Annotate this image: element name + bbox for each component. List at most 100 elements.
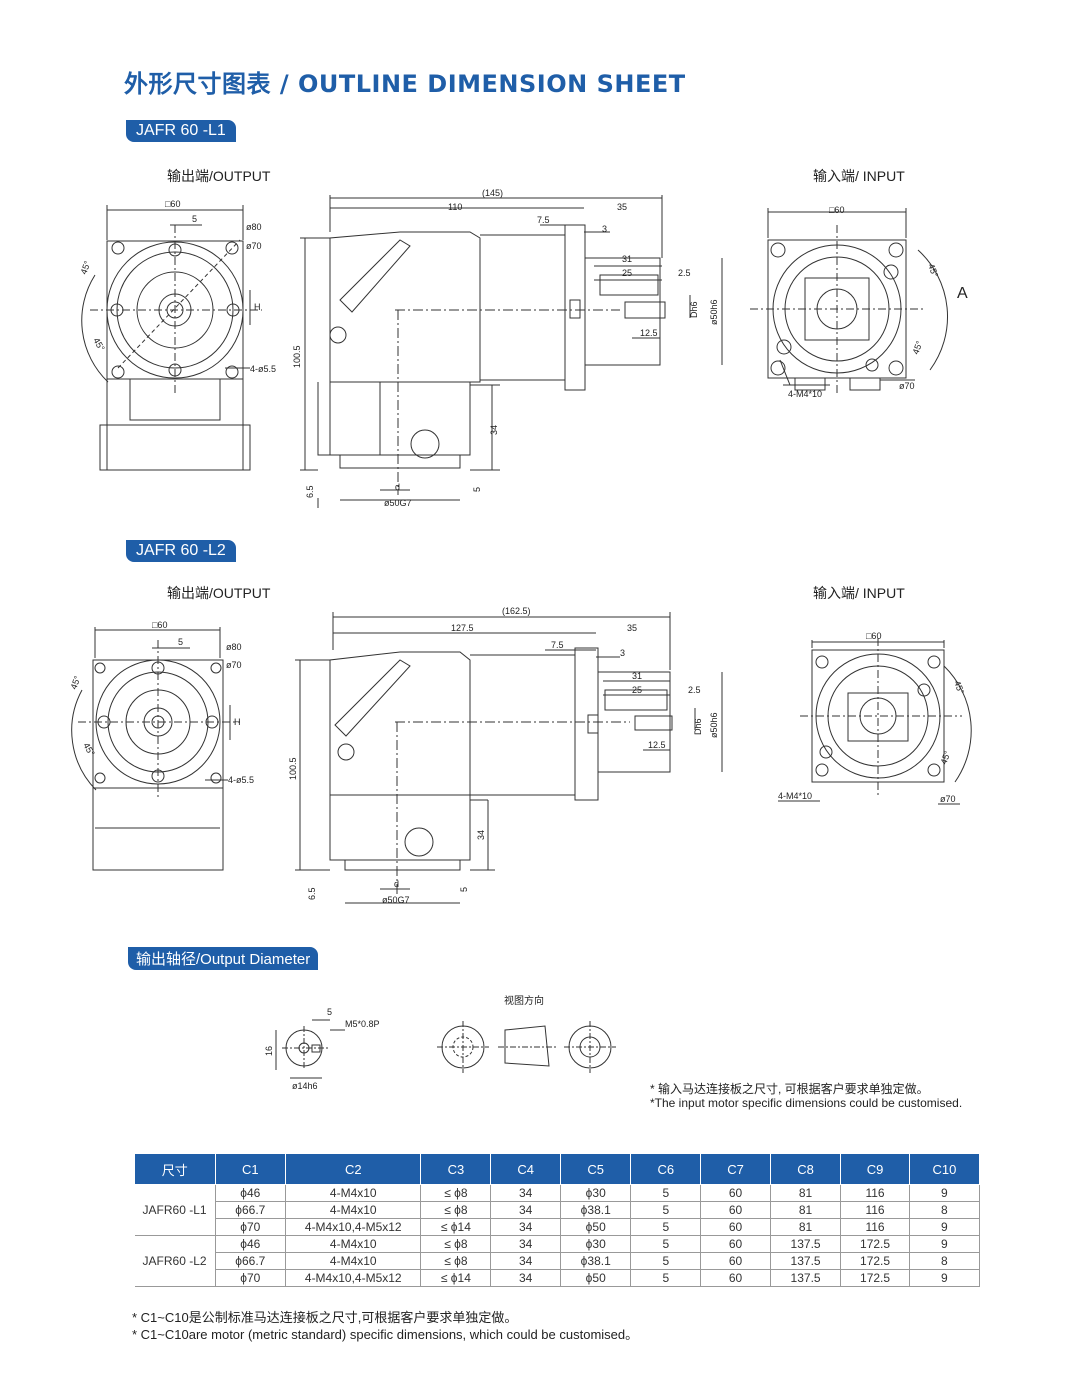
l1-dim-total: (145): [482, 188, 503, 198]
l2-dim-2-5: 2.5: [688, 685, 701, 695]
output-label-l2: 输出端/OUTPUT: [167, 585, 271, 601]
view-direction-label: 视图方向: [504, 994, 544, 1007]
l2-dim-d50h6: ø50h6: [709, 712, 719, 738]
l2-dim-5: 5: [178, 637, 183, 647]
table-cell: 137.5: [769, 1269, 842, 1287]
l2-dim-12-5: 12.5: [648, 740, 666, 750]
l1-dim-d50g7: ø50G7: [384, 498, 412, 508]
table-cell: 9: [908, 1269, 981, 1287]
table-cell: ϕ38.1: [559, 1201, 632, 1219]
table-cell: 172.5: [840, 1269, 910, 1287]
l2-dim-dh6: Dh6: [693, 718, 703, 735]
table-cell: ϕ30: [559, 1235, 632, 1253]
l2-in-sq60: □60: [866, 631, 881, 641]
table-cell: 116: [840, 1201, 910, 1219]
footnote-en: * C1~C10are motor (metric standard) spec…: [132, 1327, 639, 1342]
l1-in-45a: 45°: [926, 262, 940, 279]
output-label-l1: 输出端/OUTPUT: [167, 168, 271, 184]
l2-dim-6-5: 6.5: [307, 887, 317, 900]
l2-dim-127-5: 127.5: [451, 623, 474, 633]
model-cell: JAFR60 -L2: [134, 1235, 216, 1287]
col-header-c10: C10: [908, 1153, 981, 1185]
l1-dim-34: 34: [489, 425, 499, 435]
page-title: 外形尺寸图表 / OUTLINE DIMENSION SHEET: [124, 70, 686, 98]
col-header-c4: C4: [490, 1153, 561, 1185]
table-cell: ≤ ϕ8: [420, 1184, 492, 1202]
l1-dim-6-5: 6.5: [305, 485, 315, 498]
col-header-c7: C7: [700, 1153, 771, 1185]
table-cell: ≤ ϕ8: [420, 1252, 492, 1270]
table-cell: 4-M4x10: [285, 1184, 422, 1202]
l2-in-45b: 45°: [938, 749, 952, 766]
l2-dim-25: 25: [632, 685, 642, 695]
table-cell: ≤ ϕ14: [420, 1269, 492, 1287]
l1-output-view: [81, 205, 262, 471]
l2-dim-45a: 45°: [68, 674, 82, 691]
l2-dim-d: d: [394, 879, 399, 889]
l1-dim-5b: 5: [472, 487, 482, 492]
l1-in-d70: ø70: [899, 381, 915, 391]
table-cell: ϕ66.7: [214, 1201, 287, 1219]
input-label-l2: 输入端/ INPUT: [813, 585, 905, 601]
table-cell: ϕ70: [214, 1269, 287, 1287]
l1-dim-5: 5: [192, 214, 197, 224]
l1-dim-45b: 45°: [91, 336, 107, 353]
l1-dim-d80: ø80: [246, 222, 262, 232]
table-cell: 34: [490, 1252, 561, 1270]
l2-dim-7-5: 7.5: [551, 640, 564, 650]
l2-dim-h: H: [234, 717, 241, 727]
table-cell: ≤ ϕ8: [420, 1235, 492, 1253]
l2-dim-total: (162.5): [502, 606, 531, 616]
table-cell: 9: [908, 1184, 981, 1202]
l1-dim-35: 35: [617, 202, 627, 212]
input-motor-note-cn: * 输入马达连接板之尺寸, 可根据客户要求单独定做。: [650, 1082, 929, 1096]
section-tag-l2: JAFR 60 -L2: [126, 540, 236, 562]
col-header-c2: C2: [285, 1153, 422, 1185]
table-cell: 60: [700, 1201, 771, 1219]
table-cell: 5: [630, 1252, 702, 1270]
table-cell: 34: [490, 1218, 561, 1236]
shaft-thread: M5*0.8P: [345, 1019, 380, 1029]
table-cell: 34: [490, 1235, 561, 1253]
table-cell: 60: [700, 1235, 771, 1253]
footnote-cn: * C1~C10是公制标准马达连接板之尺寸,可根据客户要求单独定做。: [132, 1310, 518, 1325]
shaft-dim-16: 16: [264, 1046, 274, 1056]
table-cell: 81: [769, 1218, 842, 1236]
input-motor-note-en: *The input motor specific dimensions cou…: [650, 1096, 963, 1110]
l1-dim-25: 25: [622, 268, 632, 278]
table-cell: 4-M4x10: [285, 1235, 422, 1253]
section-tag-output-diameter: 输出轴径/Output Diameter: [128, 947, 319, 970]
l1-in-bolt: 4-M4*10: [788, 389, 822, 399]
table-cell: ϕ50: [559, 1269, 632, 1287]
l2-side-view: [295, 612, 723, 904]
l1-dim-2-5: 2.5: [678, 268, 691, 278]
table-cell: ϕ30: [559, 1184, 632, 1202]
l2-in-45a: 45°: [952, 679, 966, 696]
table-cell: 34: [490, 1269, 561, 1287]
l1-view-a: A: [957, 285, 968, 302]
l1-dim-110: 110: [448, 202, 462, 212]
l1-dim-h: H: [254, 302, 261, 312]
l2-dim-5b: 5: [459, 887, 469, 892]
l1-dim-dh6: Dh6: [689, 301, 699, 318]
l1-dim-d70: ø70: [246, 241, 262, 251]
col-header-c3: C3: [420, 1153, 492, 1185]
col-header-c1: C1: [214, 1153, 287, 1185]
table-cell: 5: [630, 1184, 702, 1202]
table-cell: 4-M4x10,4-M5x12: [285, 1269, 422, 1287]
col-header-size: 尺寸: [134, 1153, 216, 1185]
l1-dim-12-5: 12.5: [640, 328, 658, 338]
table-cell: ϕ38.1: [559, 1252, 632, 1270]
l2-dim-d70: ø70: [226, 660, 242, 670]
model-cell: JAFR60 -L1: [134, 1184, 216, 1236]
col-header-c9: C9: [840, 1153, 910, 1185]
l2-dim-d80: ø80: [226, 642, 242, 652]
dimension-table: 尺寸 C1 C2 C3 C4 C5 C6 C7 C8 C9 C10 JAFR60…: [134, 1153, 981, 1287]
l1-input-view: [750, 208, 948, 395]
col-header-c5: C5: [559, 1153, 632, 1185]
shaft-diagram: [275, 1019, 345, 1079]
l2-dim-35: 35: [627, 623, 637, 633]
